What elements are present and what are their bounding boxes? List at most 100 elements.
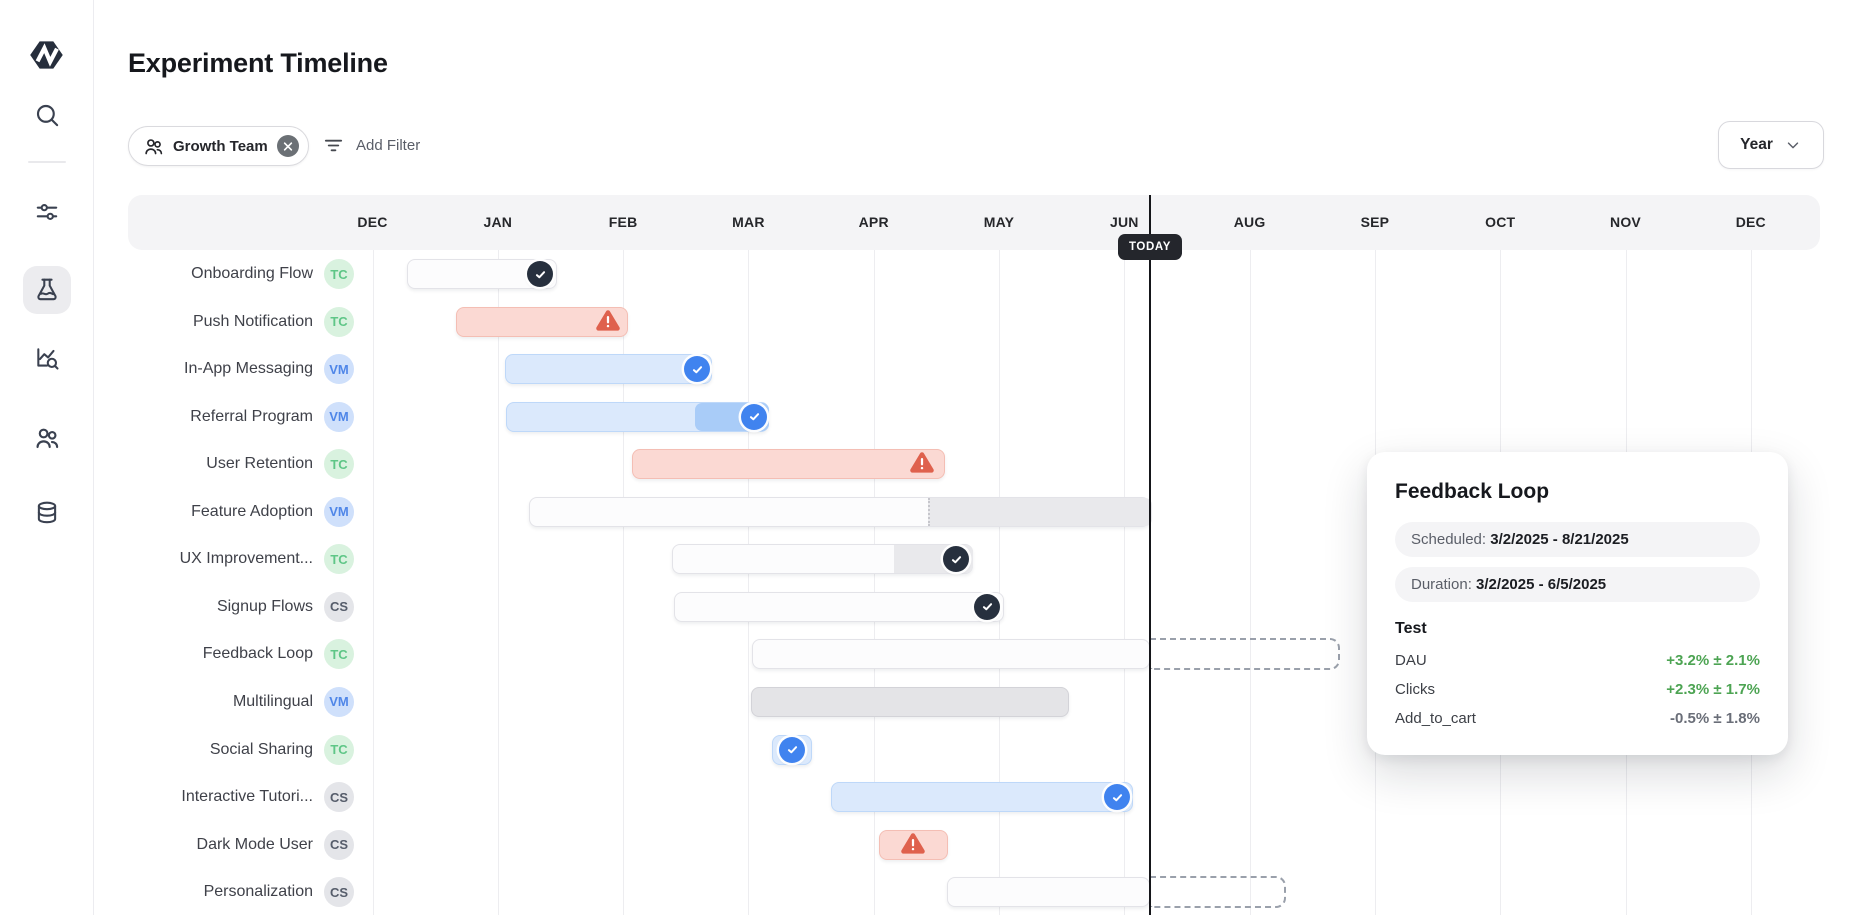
gantt-bar[interactable] [831,782,1133,813]
gantt-bar[interactable] [674,591,1004,622]
row-label-text: Dark Mode User [196,835,313,853]
team-icon[interactable] [33,425,60,452]
month-label: JUN [1109,214,1139,230]
gantt-bar[interactable] [947,877,1150,908]
duration-value: 3/2/2025 - 6/5/2025 [1476,576,1607,593]
gantt-bar[interactable] [751,686,1069,717]
avatar: CS [324,591,354,622]
row-label[interactable]: Push Notification TC [0,306,354,337]
avatar: CS [324,829,354,860]
month-gridline [873,250,875,915]
row-label[interactable]: Feature Adoption VM [0,496,354,527]
month-label: DEC [357,214,388,230]
avatar: TC [324,449,354,480]
row-label[interactable]: UX Improvement...TC [0,544,354,575]
month-label: MAY [983,214,1015,230]
sidebar-item-experiments-active[interactable] [22,266,71,314]
tooltip-title: Feedback Loop [1395,480,1550,503]
avatar: TC [324,259,354,289]
tooltip-section-title: Test [1395,620,1427,637]
sliders-icon[interactable] [34,199,60,225]
experiment-tooltip: Feedback Loop Scheduled: 3/2/2025 - 8/21… [1367,452,1788,755]
row-label[interactable]: Personalization CS [0,877,354,908]
today-badge: TODAY [1118,234,1182,260]
month-label: OCT [1485,214,1516,230]
month-gridline [1124,250,1126,915]
row-label[interactable]: Interactive Tutori... CS [0,782,354,813]
month-label: SEP [1360,214,1390,230]
row-label-text: Referral Program [190,407,313,425]
row-label-text: Personalization [203,883,313,901]
avatar: VM [324,496,354,527]
gantt-bar[interactable] [506,401,769,432]
view-range-value: Year [1740,136,1773,153]
month-label: MAR [732,214,765,230]
gantt-bar[interactable] [752,639,1150,670]
row-label-text: In-App Messaging [184,360,313,378]
check-blue-icon [684,356,710,383]
metric-value: +2.3% ± 1.7% [1666,681,1760,698]
active-tile [22,266,71,314]
logo-icon [29,41,63,69]
today-line [1149,195,1151,915]
row-label-text: Feature Adoption [191,502,313,520]
analytics-chart-icon[interactable] [34,345,60,371]
avatar: CS [324,877,354,908]
month-label: JAN [483,214,513,230]
chevron-down-icon [1787,142,1799,149]
experiments-flask-icon [36,278,57,301]
search-icon[interactable] [33,102,60,129]
bar-scheduled-extension [1150,876,1286,909]
database-icon[interactable] [34,500,60,526]
row-label-text: Social Sharing [209,740,313,758]
month-label: FEB [608,214,638,230]
month-gridline [748,250,750,915]
close-icon[interactable] [276,135,299,157]
gantt-bar[interactable] [505,354,712,385]
view-range-select[interactable]: Year [1718,121,1824,169]
warning-icon [900,830,927,862]
avatar: TC [324,306,354,337]
month-gridline [1249,250,1251,915]
warning-icon [595,307,622,339]
metric-name: DAU [1395,652,1427,669]
month-label: NOV [1610,214,1641,230]
row-label[interactable]: In-App Messaging VM [0,354,354,385]
check-dark-icon [943,546,969,573]
tooltip-scheduled-pill: Scheduled: 3/2/2025 - 8/21/2025 [1395,522,1760,557]
gantt-bar[interactable] [529,496,1152,527]
filter-chip-label: Growth Team [173,137,268,155]
month-gridline [999,250,1000,915]
warning-icon [909,449,936,481]
month-label: APR [858,214,889,230]
row-label[interactable]: Dark Mode User CS [0,829,354,860]
gantt-bar[interactable] [672,544,973,575]
metric-name: Clicks [1395,681,1435,698]
check-blue-icon [779,736,805,763]
row-label-text: UX Improvement... [179,550,313,568]
avatar: VM [324,354,354,385]
add-filter-label: Add Filter [356,136,421,154]
row-label-text: Interactive Tutori... [181,788,313,806]
check-dark-icon [527,261,553,287]
avatar: CS [324,782,354,813]
add-filter-button[interactable]: Add Filter [322,126,420,164]
metric-row: Add_to_cart-0.5% ± 1.8% [1395,704,1760,733]
filter-chip-growth-team[interactable]: Growth Team [128,126,309,166]
bar-scheduled-extension [1150,638,1340,671]
avatar: TC [324,639,354,670]
row-label-text: Push Notification [192,312,313,330]
month-gridline [497,250,499,915]
metric-value: -0.5% ± 1.8% [1670,710,1760,727]
metric-value: +3.2% ± 2.1% [1666,652,1760,669]
gantt-bar[interactable] [456,306,628,337]
gantt-bar[interactable] [632,449,945,480]
app-logo[interactable] [26,34,68,76]
